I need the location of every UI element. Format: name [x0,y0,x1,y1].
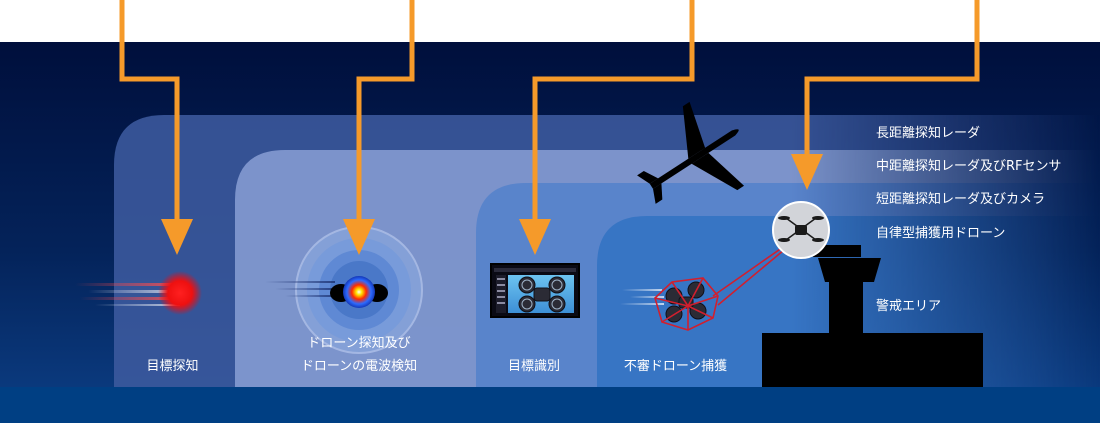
top-band [0,0,1100,42]
label-mid-range-radar-rf: 中距離探知レーダ及びRFセンサ [876,157,1062,176]
label-target-identification: 目標識別 [484,357,584,376]
label-long-range-radar: 長距離探知レーダ [876,124,980,143]
label-protected-area: 警戒エリア [876,297,941,316]
label-autonomous-capture-drone: 自律型捕獲用ドローン [876,224,1005,243]
monitor-drone-icon [491,264,579,317]
capture-drone-icon [773,202,829,258]
label-drone-detection-line2: ドローンの電波検知 [294,357,424,376]
ground-band [0,387,1100,423]
label-short-range-radar-camera: 短距離探知レーダ及びカメラ [876,190,1045,209]
label-rogue-drone-capture: 不審ドローン捕獲 [608,357,743,376]
label-target-detection: 目標探知 [120,357,225,376]
label-drone-detection-line1: ドローン探知及び [294,334,424,353]
